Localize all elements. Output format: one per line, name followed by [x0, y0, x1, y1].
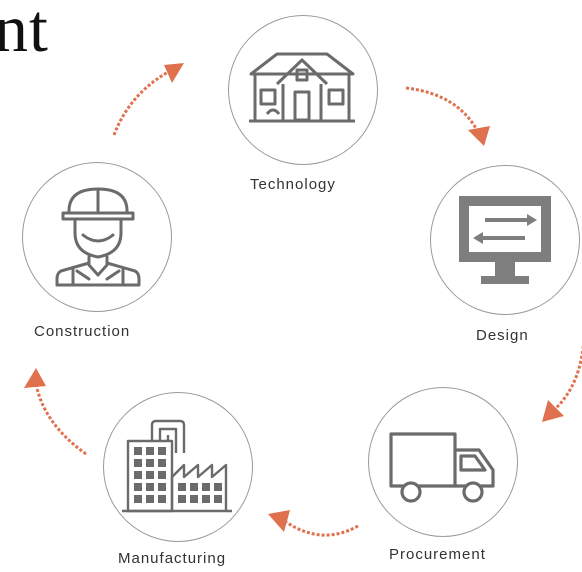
node-design — [430, 165, 580, 315]
arrow-manufacturing-to-construction — [24, 368, 87, 456]
node-construction — [22, 162, 172, 312]
arrow-construction-to-technology — [112, 63, 184, 136]
house-icon — [249, 52, 355, 123]
node-manufacturing — [103, 392, 253, 542]
arrow-procurement-to-manufacturing — [268, 510, 359, 537]
title-fragment: nt — [0, 0, 49, 66]
factory-icon — [122, 419, 232, 513]
node-technology — [228, 15, 378, 165]
node-label-procurement: Procurement — [389, 546, 486, 563]
worker-icon — [55, 187, 141, 287]
node-label-construction: Construction — [34, 323, 131, 340]
truck-icon — [389, 432, 495, 503]
node-label-manufacturing: Manufacturing — [118, 550, 227, 567]
monitor-icon — [459, 196, 551, 284]
node-label-design: Design — [476, 327, 529, 344]
arrow-technology-to-design — [405, 86, 490, 146]
node-label-technology: Technology — [250, 176, 336, 193]
node-procurement — [368, 387, 518, 537]
arrow-design-to-procurement — [542, 343, 582, 422]
